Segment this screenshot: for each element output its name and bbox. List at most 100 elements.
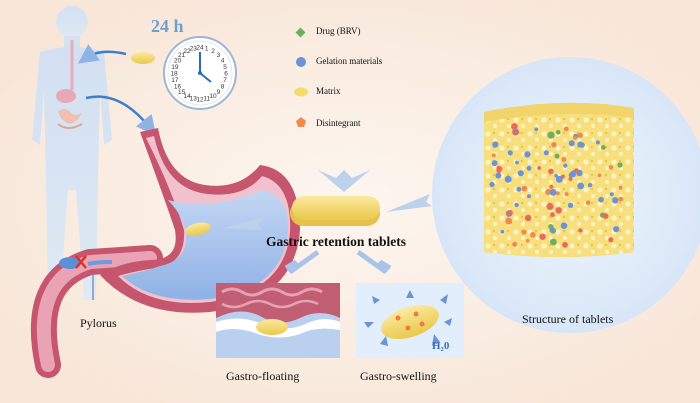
- arrow-tablet-to-structure: [386, 194, 432, 212]
- gastro-swelling-label: Gastro-swelling: [360, 369, 437, 383]
- gastro-floating-label: Gastro-floating: [226, 369, 300, 383]
- particle: [549, 189, 557, 196]
- particle: [568, 176, 573, 181]
- particle: [525, 239, 530, 243]
- particle: [546, 203, 554, 210]
- gastro-floating-panel: [216, 283, 340, 358]
- main-tablet-icon: [290, 196, 380, 226]
- particle: [550, 212, 555, 218]
- clock-number: 10: [209, 93, 217, 100]
- particle: [554, 153, 560, 159]
- clock-number: 8: [221, 84, 225, 91]
- particle: [573, 135, 577, 140]
- blue-sphere-icon: [296, 57, 306, 67]
- particle: [598, 196, 604, 203]
- particle: [507, 150, 513, 156]
- particle: [512, 241, 518, 247]
- particle: [491, 153, 496, 158]
- particle: [517, 170, 524, 177]
- tablet-structure-view: [432, 57, 700, 333]
- clock-number: 5: [223, 64, 227, 71]
- particle: [577, 132, 583, 138]
- legend-label-matrix: Matrix: [316, 86, 341, 96]
- particle: [608, 165, 614, 170]
- clock-number: 17: [171, 77, 179, 84]
- particle: [534, 127, 539, 132]
- clock-number: 14: [183, 93, 191, 100]
- particle: [489, 181, 495, 188]
- particle: [527, 194, 531, 199]
- particle: [521, 229, 527, 235]
- particle: [617, 162, 623, 168]
- particle: [549, 227, 555, 233]
- particle: [530, 232, 536, 238]
- particle: [549, 184, 554, 189]
- duration-label: 24 h: [151, 16, 184, 36]
- legend-label-drug: Drug (BRV): [316, 26, 361, 36]
- particle: [548, 168, 554, 175]
- particle: [597, 173, 602, 178]
- particle: [609, 192, 614, 197]
- particle: [595, 140, 600, 145]
- human-body-figure: [32, 6, 112, 300]
- clock-number: 12: [196, 97, 204, 104]
- small-tablet-icon: [131, 52, 155, 64]
- clock-number: 20: [174, 58, 182, 65]
- arrow-stomach-to-tablet: [222, 218, 262, 230]
- stomach-illustration: [30, 128, 300, 378]
- clock-number: 9: [217, 89, 221, 96]
- particle: [515, 160, 519, 165]
- particle: [496, 165, 502, 171]
- particle: [551, 142, 557, 148]
- particle: [495, 172, 502, 179]
- arrow-to-floating: [284, 249, 320, 275]
- particle: [526, 165, 532, 171]
- arrow-to-swelling: [356, 249, 392, 275]
- clock-number: 24: [196, 45, 204, 52]
- particle: [618, 185, 623, 190]
- clock-number: 22: [183, 48, 191, 55]
- particle: [511, 123, 518, 130]
- particle: [514, 202, 519, 208]
- legend-label-disintegrant: Disintegrant: [316, 118, 361, 128]
- arrow-to-stomach: [85, 95, 157, 136]
- clock-number: 18: [170, 71, 178, 78]
- particle: [554, 174, 558, 178]
- arrow-down-to-tablet: [318, 170, 370, 192]
- particle: [618, 196, 624, 202]
- particle: [507, 210, 513, 216]
- stomach-tablet-icon: [185, 222, 211, 236]
- particle: [555, 129, 561, 135]
- particle: [608, 237, 614, 243]
- clock-number: 11: [203, 96, 210, 103]
- particle: [547, 131, 555, 139]
- clock-number: 15: [178, 89, 186, 96]
- particle: [521, 185, 528, 192]
- particle: [577, 141, 584, 148]
- particle: [564, 192, 569, 197]
- legend-label-gelation: Gelation materials: [316, 56, 383, 66]
- blocked-x-icon: [75, 255, 87, 269]
- particle: [578, 228, 583, 233]
- floating-tablet-icon: [256, 319, 288, 335]
- particle: [539, 233, 546, 240]
- particle: [563, 126, 569, 132]
- particle: [555, 191, 560, 196]
- clock-number: 23: [190, 45, 198, 52]
- particle: [524, 151, 531, 158]
- particle: [562, 241, 568, 248]
- clock-number: 4: [221, 58, 225, 65]
- gastro-swelling-panel: [356, 283, 464, 358]
- particle: [555, 207, 562, 214]
- clock-number: 3: [217, 52, 221, 59]
- particle: [600, 145, 606, 150]
- particle: [587, 182, 593, 188]
- clock-number: 21: [178, 52, 186, 59]
- clock-number: 1: [205, 45, 209, 52]
- particle: [543, 150, 549, 156]
- particle: [612, 197, 619, 204]
- particle: [574, 168, 579, 173]
- particle: [545, 189, 552, 195]
